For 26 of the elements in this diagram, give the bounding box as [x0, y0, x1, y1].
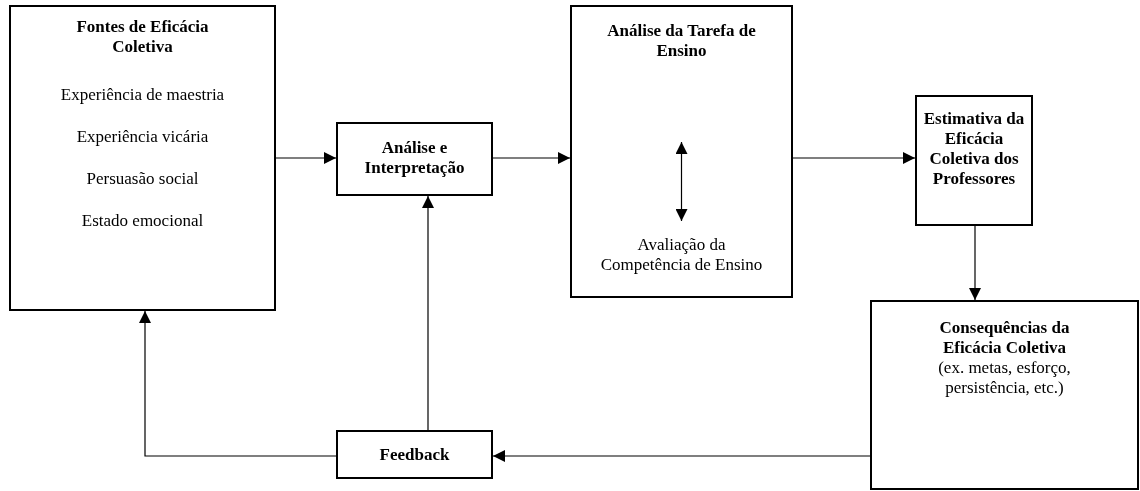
box-heading: Análise e Interpretação: [363, 138, 466, 178]
box-heading: Feedback: [378, 445, 451, 465]
process-box: [915, 95, 1033, 226]
box-heading: Consequências da Eficácia Coletiva: [938, 318, 1071, 358]
box-text: (ex. metas, esforço, persistência, etc.): [937, 358, 1072, 398]
process-box: [9, 5, 276, 311]
process-box: [336, 122, 493, 196]
arrow: [139, 310, 337, 457]
list-item: Persuasão social: [85, 169, 200, 189]
process-box: [870, 300, 1139, 490]
box-text: Avaliação da Competência de Ensino: [599, 235, 764, 275]
process-box: [336, 430, 493, 479]
arrow: [275, 152, 337, 164]
arrow: [969, 225, 981, 301]
process-box: [570, 5, 793, 298]
arrow: [792, 152, 916, 164]
box-heading: Estimativa da Eficácia Coletiva dos Professores: [922, 109, 1026, 189]
arrow: [492, 152, 571, 164]
list-item: Experiência de maestria: [59, 85, 226, 105]
list-item: Experiência vicária: [75, 127, 210, 147]
box-heading: Fontes de Eficácia Coletiva: [75, 17, 210, 57]
box-heading: Análise da Tarefa de Ensino: [606, 21, 757, 61]
double-arrow: [675, 141, 688, 222]
arrow: [422, 195, 434, 431]
list-item: Estado emocional: [80, 211, 205, 231]
arrow: [492, 450, 871, 462]
